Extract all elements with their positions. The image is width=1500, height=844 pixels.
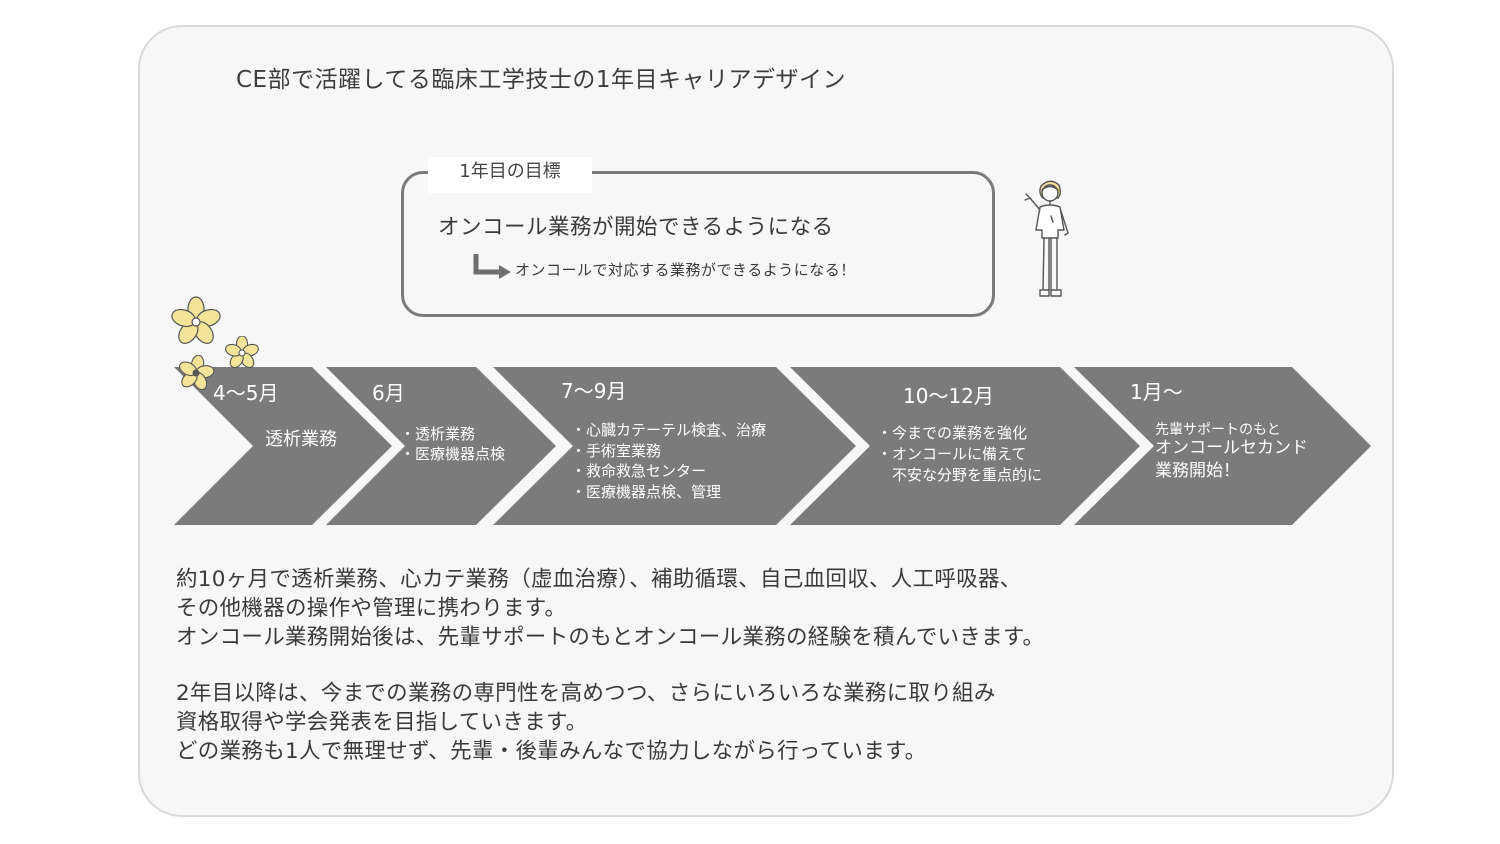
task-text: ・心臓カテーテル検査、治療 — [571, 421, 767, 439]
task-text: 不安な分野を重点的に — [877, 466, 1043, 484]
task-text: ・医療機器点検 — [400, 445, 506, 463]
paragraph-line: どの業務も1人で無理せず、先輩・後輩みんなで協力しながら行っています。 — [176, 739, 927, 764]
paragraph-line: 資格取得や学会発表を目指していきます。 — [176, 710, 588, 735]
paragraph-line: その他機器の操作や管理に携わります。 — [176, 596, 567, 621]
goal-label: 1年目の目標 — [428, 157, 592, 193]
task-text: 透析業務 — [265, 429, 337, 450]
task-text: ・医療機器点検、管理 — [571, 483, 722, 501]
paragraph-line: 2年目以降は、今までの業務の専門性を高めつつ、さらにいろいろな業務に取り組み — [176, 681, 996, 706]
chevron-step — [790, 367, 1140, 525]
period-label: 1月〜 — [1130, 380, 1183, 404]
period-label: 4〜5月 — [213, 381, 279, 405]
sakura-flower-icon — [225, 336, 259, 369]
paragraph-line: 約10ヶ月で透析業務、心カテ業務（虚血治療）、補助循環、自己血回収、人工呼吸器、 — [176, 567, 1022, 592]
nurse-illustration — [1024, 180, 1069, 297]
chevron-step — [174, 367, 392, 525]
goal-sub-text: オンコールで対応する業務ができるようになる！ — [515, 261, 856, 279]
sakura-flower-icon — [171, 296, 221, 344]
chevron-step — [493, 367, 856, 525]
task-text: 先輩サポートのもと — [1155, 422, 1281, 438]
task-text: ・今までの業務を強化 — [877, 424, 1028, 442]
task-text: ・救命救急センター — [571, 462, 707, 480]
period-label: 10〜12月 — [903, 384, 994, 408]
goal-main-text: オンコール業務が開始できるようになる — [438, 215, 834, 240]
period-label: 6月 — [372, 381, 405, 405]
task-text: オンコールセカンド — [1155, 438, 1308, 458]
right-arrow-icon — [473, 254, 511, 279]
chevron-step — [1074, 367, 1371, 525]
task-text: ・オンコールに備えて — [877, 445, 1027, 463]
period-label: 7〜9月 — [561, 379, 627, 403]
task-text: ・透析業務 — [400, 425, 476, 443]
goal-box — [401, 171, 995, 317]
chevron-step — [326, 367, 556, 525]
task-text: ・手術室業務 — [571, 442, 662, 460]
page-title: CE部で活躍してる臨床工学技士の1年目キャリアデザイン — [236, 67, 847, 93]
sakura-flower-icon — [179, 355, 215, 391]
task-text: 業務開始！ — [1155, 461, 1240, 481]
paragraph-line: オンコール業務開始後は、先輩サポートのもとオンコール業務の経験を積んでいきます。 — [176, 625, 1045, 650]
